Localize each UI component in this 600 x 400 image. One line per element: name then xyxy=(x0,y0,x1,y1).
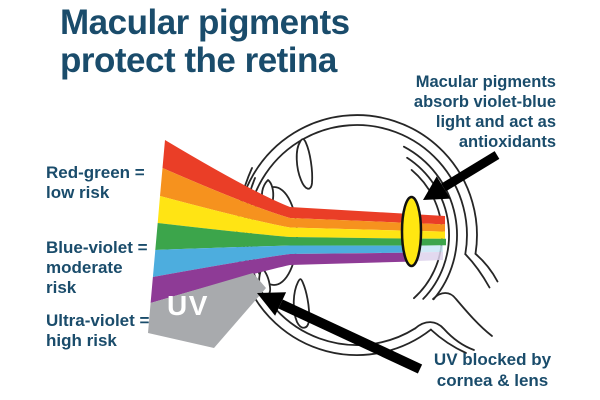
spectrum-band-yellow xyxy=(157,196,445,239)
uv-band-label: UV xyxy=(167,290,209,321)
spectrum-band-green xyxy=(155,223,447,250)
optic-nerve-upper-edge xyxy=(474,252,499,283)
eye-outer-wall xyxy=(236,114,478,356)
optic-nerve-lower-inner xyxy=(414,321,475,351)
retina-layer-2 xyxy=(406,156,450,300)
optic-nerve-lower-edge xyxy=(430,328,467,354)
macula-arrow-shaft xyxy=(441,151,500,192)
page-title: Macular pigments protect the retina xyxy=(60,3,350,80)
risk-label-blue-violet: Blue-violet = moderate risk xyxy=(46,238,148,298)
macular-pigments-annotation: Macular pigments absorb violet-blue ligh… xyxy=(413,73,556,152)
macula-arrow-head xyxy=(423,176,451,200)
spectrum-band-violet xyxy=(150,252,414,303)
uv-arrow-head xyxy=(257,292,287,316)
eye-inner-wall xyxy=(246,124,468,346)
risk-label-red-green: Red-green = low risk xyxy=(46,163,145,203)
optic-nerve-notch xyxy=(432,292,493,337)
uv-blocked-annotation: UV blocked by cornea & lens xyxy=(433,350,552,391)
retina-layer-1 xyxy=(403,145,458,301)
optic-nerve-upper-inner xyxy=(464,253,491,289)
annotation-arrows xyxy=(257,151,500,374)
spectrum-band-blue xyxy=(152,245,411,277)
ciliary-body-upper xyxy=(295,138,314,190)
macula-pigment-spot xyxy=(400,195,423,268)
uv-arrow-shaft xyxy=(278,299,423,374)
risk-label-ultra-violet: Ultra-violet = high risk xyxy=(46,311,150,351)
spectrum-band-ultraviolet xyxy=(148,273,266,348)
